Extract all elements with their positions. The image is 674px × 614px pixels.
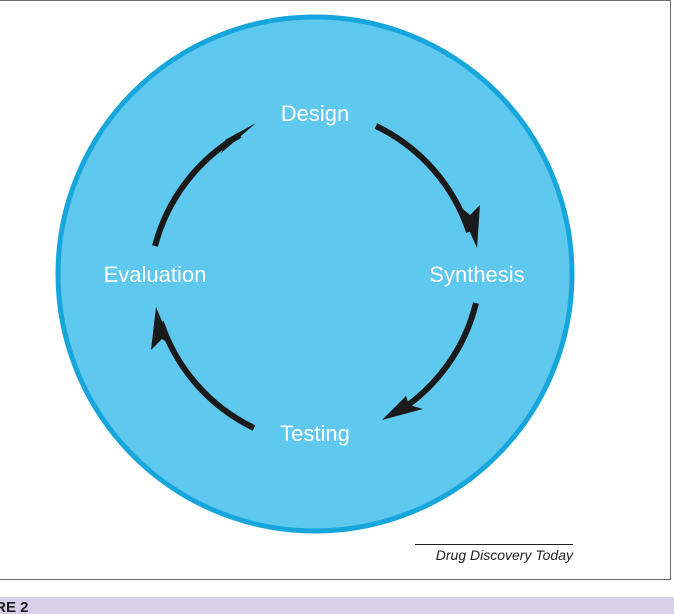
arrow-synthesis-to-testing: [396, 302, 479, 415]
arrow-design-to-synthesis: [374, 123, 472, 233]
node-label-testing: Testing: [280, 421, 350, 446]
source-credit: Drug Discovery Today: [435, 547, 573, 563]
arrow-evaluation-to-design: [152, 132, 242, 247]
arrowhead-design: [220, 123, 256, 154]
arrowhead-synthesis: [458, 205, 480, 248]
figure-caption-label: IRE 2: [0, 599, 29, 614]
cycle-diagram: Design Synthesis Testing Evaluation: [55, 14, 575, 534]
node-label-evaluation: Evaluation: [104, 262, 207, 287]
background-circle: [55, 14, 575, 534]
source-divider: [415, 544, 573, 545]
node-label-design: Design: [281, 101, 349, 126]
figure-caption-band: IRE 2: [0, 597, 674, 614]
arrowhead-evaluation: [151, 307, 172, 350]
arrowhead-testing: [382, 396, 423, 420]
node-label-synthesis: Synthesis: [429, 262, 524, 287]
